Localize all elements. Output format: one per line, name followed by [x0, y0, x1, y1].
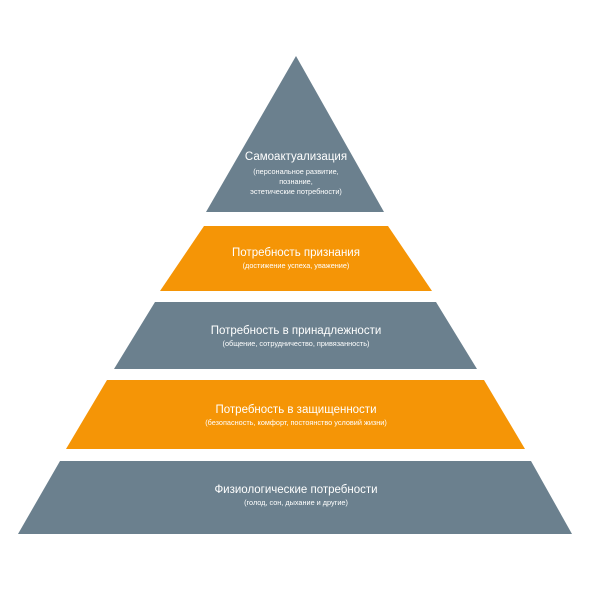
level-subtitle-self-actualization-line-2: познание, — [279, 177, 313, 186]
level-shape-belonging — [114, 302, 477, 369]
level-title-physiological: Физиологические потребности — [214, 484, 377, 496]
pyramid-level-belonging: Потребность в принадлежности (общение, с… — [114, 302, 477, 369]
level-title-belonging: Потребность в принадлежности — [211, 325, 382, 337]
level-subtitle-belonging: (общение, сотрудничество, привязанность) — [223, 339, 370, 348]
level-shape-recognition — [160, 226, 432, 291]
level-subtitle-self-actualization-line-3: эстетические потребности) — [250, 187, 342, 196]
level-shape-physiological — [18, 461, 572, 534]
level-title-self-actualization: Самоактуализация — [245, 151, 347, 163]
level-subtitle-recognition: (достижение успеха, уважение) — [243, 261, 350, 270]
pyramid-level-recognition: Потребность признания (достижение успеха… — [160, 226, 432, 291]
level-subtitle-physiological: (голод, сон, дыхание и другие) — [244, 498, 348, 507]
level-subtitle-safety: (безопасность, комфорт, постоянство усло… — [205, 418, 387, 427]
level-shape-safety — [66, 380, 525, 449]
pyramid-level-self-actualization: Самоактуализация (персональное развитие,… — [206, 56, 384, 212]
pyramid-level-physiological: Физиологические потребности (голод, сон,… — [18, 461, 572, 534]
level-title-recognition: Потребность признания — [232, 247, 360, 259]
level-subtitle-self-actualization-line-1: (персональное развитие, — [253, 167, 338, 176]
level-title-safety: Потребность в защищенности — [216, 404, 377, 416]
level-shape-self-actualization — [206, 56, 384, 212]
pyramid-level-safety: Потребность в защищенности (безопасность… — [66, 380, 525, 449]
